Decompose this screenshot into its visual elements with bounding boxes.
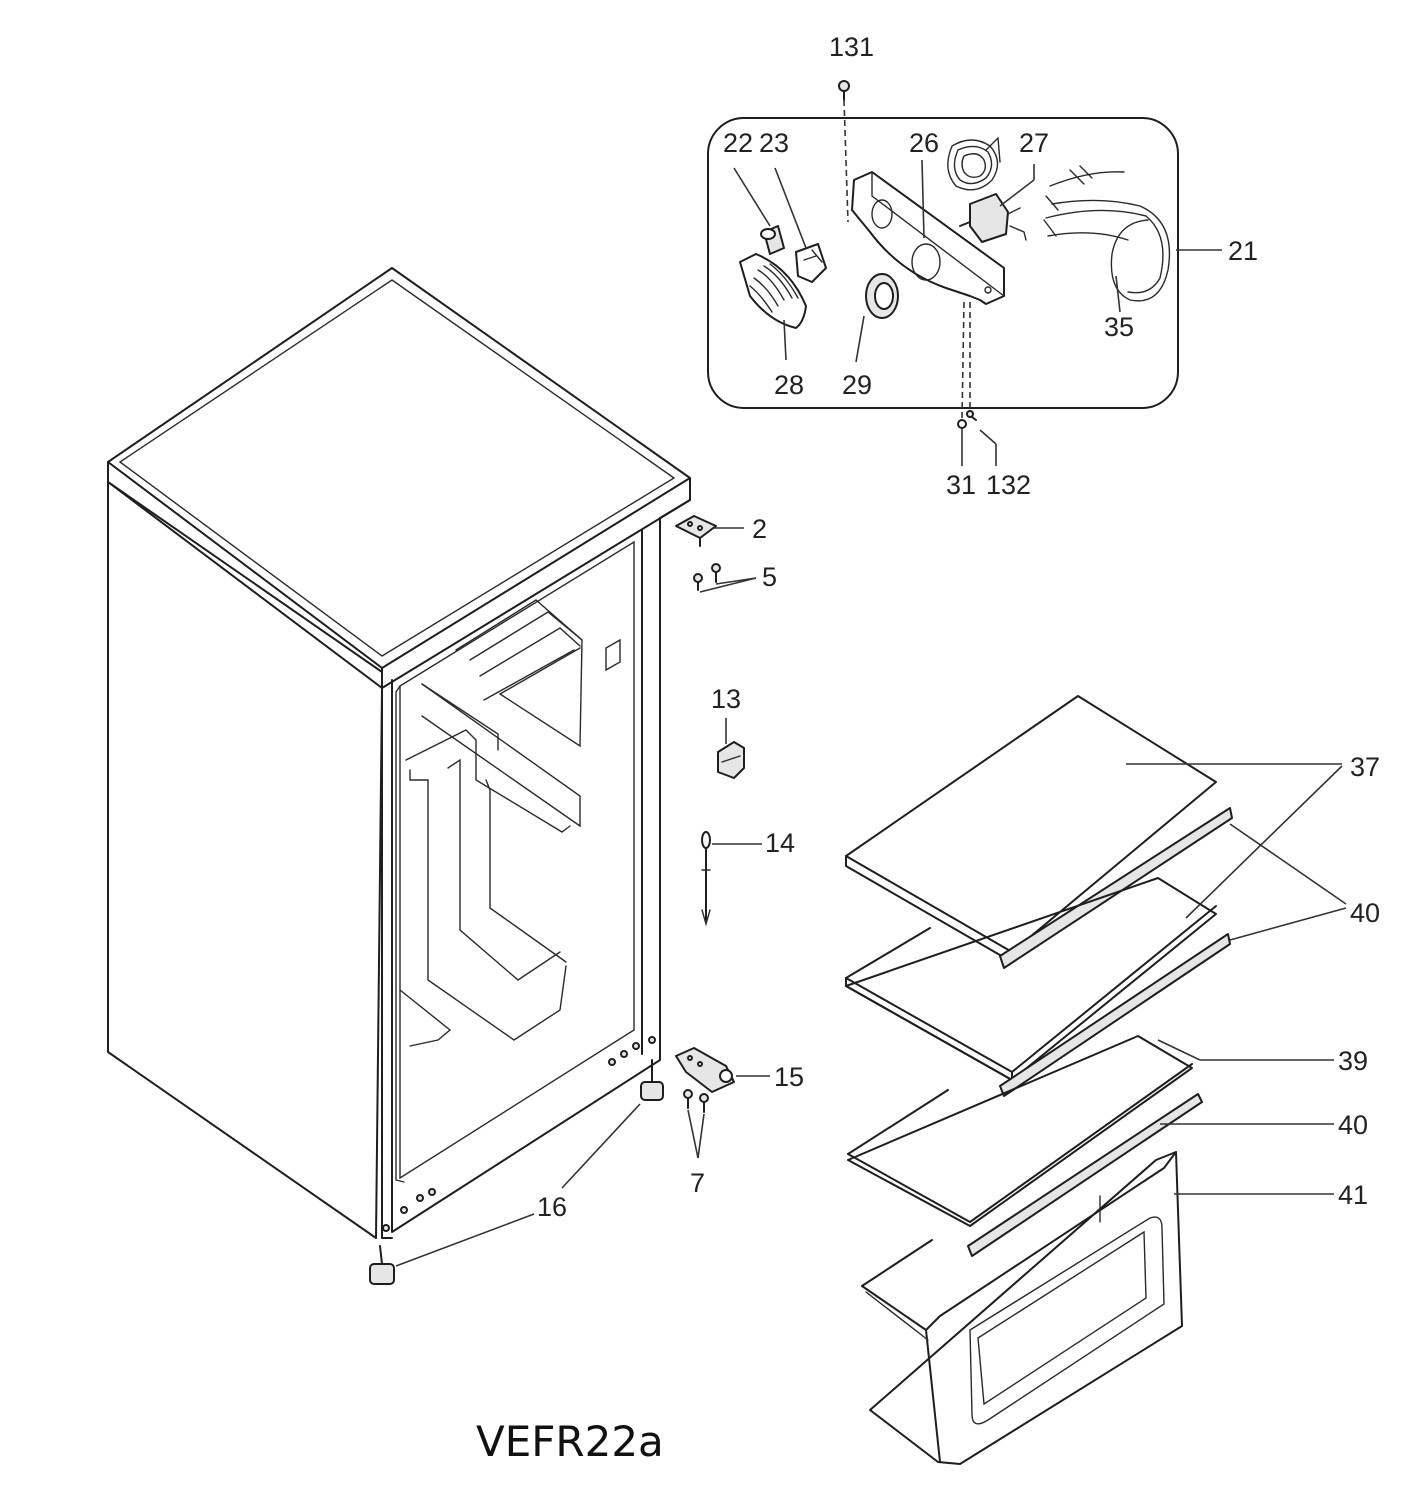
part-14-pin: [701, 831, 711, 927]
part-28-lamp-cover: [739, 253, 807, 329]
callout-132: 132: [986, 470, 1031, 500]
part-39-glass-shelf: [847, 1035, 1193, 1227]
part-40-shelf-trim-second: [999, 933, 1231, 1097]
part-23-lamp-holder: [795, 243, 827, 283]
part-16-levelling-feet: [369, 1059, 664, 1285]
part-22-bulb: [760, 225, 785, 255]
part-5-screws: [693, 563, 721, 591]
part-132-screw: [966, 410, 977, 421]
callout-40-upper: 40: [1350, 898, 1380, 928]
part-29-knob: [865, 273, 899, 319]
callout-2: 2: [752, 514, 767, 544]
detail-frame: [707, 117, 1179, 409]
callout-7: 7: [690, 1168, 705, 1198]
model-label: VEFR22a: [476, 1417, 664, 1466]
part-13-switch: [717, 741, 745, 779]
callout-131: 131: [829, 32, 874, 62]
callout-16: 16: [537, 1192, 567, 1222]
callout-40-lower: 40: [1338, 1110, 1368, 1140]
screw-131-axis: [843, 99, 849, 223]
part-41-crisper-drawer: [861, 1151, 1183, 1465]
part-37-glass-shelf-top: [845, 695, 1217, 953]
callout-15: 15: [774, 1062, 804, 1092]
callout-21: 21: [1228, 236, 1258, 266]
part-27-thermostat: [947, 136, 1027, 243]
callout-13: 13: [711, 684, 741, 714]
part-2-top-hinge: [675, 515, 717, 547]
callout-35: 35: [1104, 312, 1134, 342]
part-35-cable: [1043, 165, 1171, 302]
callout-41: 41: [1338, 1180, 1368, 1210]
part-31-washer: [957, 419, 967, 429]
part-26-thermostat-housing: [851, 171, 1005, 305]
callout-31: 31: [946, 470, 976, 500]
callout-5: 5: [762, 562, 777, 592]
callout-29: 29: [842, 370, 872, 400]
screw-132-axis: [961, 301, 965, 419]
part-40-shelf-trim-bottom: [967, 1093, 1203, 1257]
part-40-shelf-trim-top: [999, 807, 1233, 969]
callout-28: 28: [774, 370, 804, 400]
callout-39: 39: [1338, 1046, 1368, 1076]
part-15-bottom-hinge: [675, 1047, 735, 1093]
callout-37: 37: [1350, 752, 1380, 782]
thermostat-detail-group: [707, 80, 1222, 466]
shelves-group: [845, 695, 1233, 1465]
callout-22: 22: [723, 128, 753, 158]
refrigerator-cabinet: [107, 267, 691, 1239]
part-7-screws: [683, 1089, 709, 1113]
part-131-screw: [838, 80, 850, 101]
callout-14: 14: [765, 828, 795, 858]
cabinet-inner-liner: [399, 540, 635, 1180]
callout-26: 26: [909, 128, 939, 158]
callout-23: 23: [759, 128, 789, 158]
cabinet-left-side: [107, 481, 383, 1239]
callout-27: 27: [1019, 128, 1049, 158]
